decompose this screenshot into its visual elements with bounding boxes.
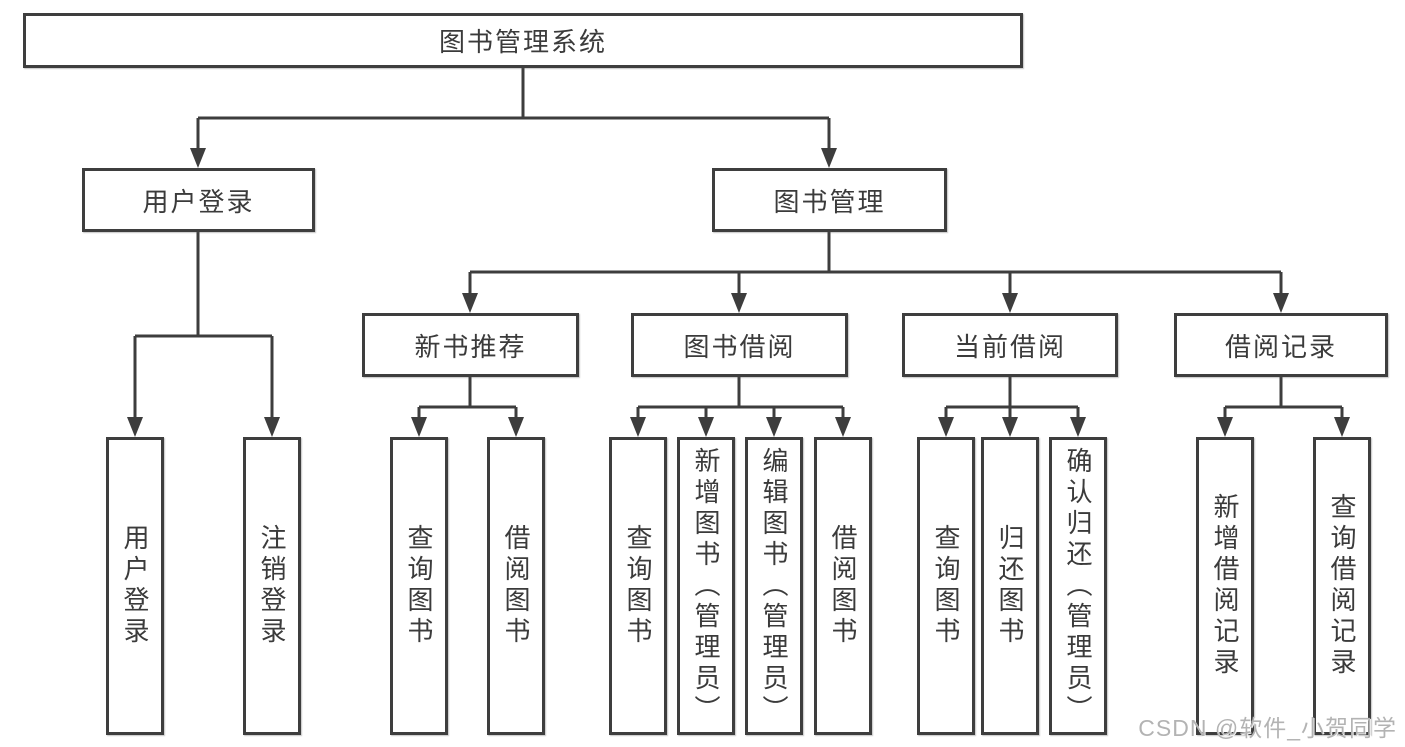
leaf-current-query-book-label: 查询图书: [931, 524, 961, 648]
leaf-add-book-admin-label: 新增图书（管理员）: [691, 446, 721, 726]
leaf-user-login: 用户登录: [106, 437, 164, 735]
leaf-query-borrow-record-label: 查询借阅记录: [1327, 493, 1357, 679]
node-user-login-branch: 用户登录: [82, 168, 315, 232]
leaf-add-borrow-record-label: 新增借阅记录: [1210, 493, 1240, 679]
leaf-logout: 注销登录: [243, 437, 301, 735]
leaf-recommend-query-book-label: 查询图书: [404, 524, 434, 648]
leaf-add-borrow-record: 新增借阅记录: [1196, 437, 1254, 735]
leaf-borrowing-borrow-book-label: 借阅图书: [828, 524, 858, 648]
leaf-edit-book-admin-label: 编辑图书（管理员）: [759, 446, 789, 726]
leaf-confirm-return-admin-label: 确认归还（管理员）: [1063, 446, 1093, 726]
leaf-borrowing-query-book: 查询图书: [609, 437, 667, 735]
leaf-query-borrow-record: 查询借阅记录: [1313, 437, 1371, 735]
node-library-management-system: 图书管理系统: [23, 13, 1023, 68]
leaf-recommend-borrow-book-label: 借阅图书: [501, 524, 531, 648]
leaf-edit-book-admin: 编辑图书（管理员）: [745, 437, 803, 735]
node-new-book-recommend: 新书推荐: [362, 313, 579, 377]
leaf-return-book-label: 归还图书: [995, 524, 1025, 648]
watermark-csdn: CSDN @软件_小贺同学: [1138, 715, 1397, 741]
leaf-recommend-borrow-book: 借阅图书: [487, 437, 545, 735]
node-current-borrowing: 当前借阅: [902, 313, 1118, 377]
leaf-borrowing-query-book-label: 查询图书: [623, 524, 653, 648]
leaf-add-book-admin: 新增图书（管理员）: [677, 437, 735, 735]
leaf-logout-label: 注销登录: [257, 524, 287, 648]
leaf-confirm-return-admin: 确认归还（管理员）: [1049, 437, 1107, 735]
node-book-management-branch: 图书管理: [712, 168, 947, 232]
leaf-recommend-query-book: 查询图书: [390, 437, 448, 735]
node-borrowing-records: 借阅记录: [1174, 313, 1388, 377]
leaf-return-book: 归还图书: [981, 437, 1039, 735]
leaf-user-login-label: 用户登录: [120, 524, 150, 648]
leaf-current-query-book: 查询图书: [917, 437, 975, 735]
leaf-borrowing-borrow-book: 借阅图书: [814, 437, 872, 735]
node-book-borrowing: 图书借阅: [631, 313, 848, 377]
